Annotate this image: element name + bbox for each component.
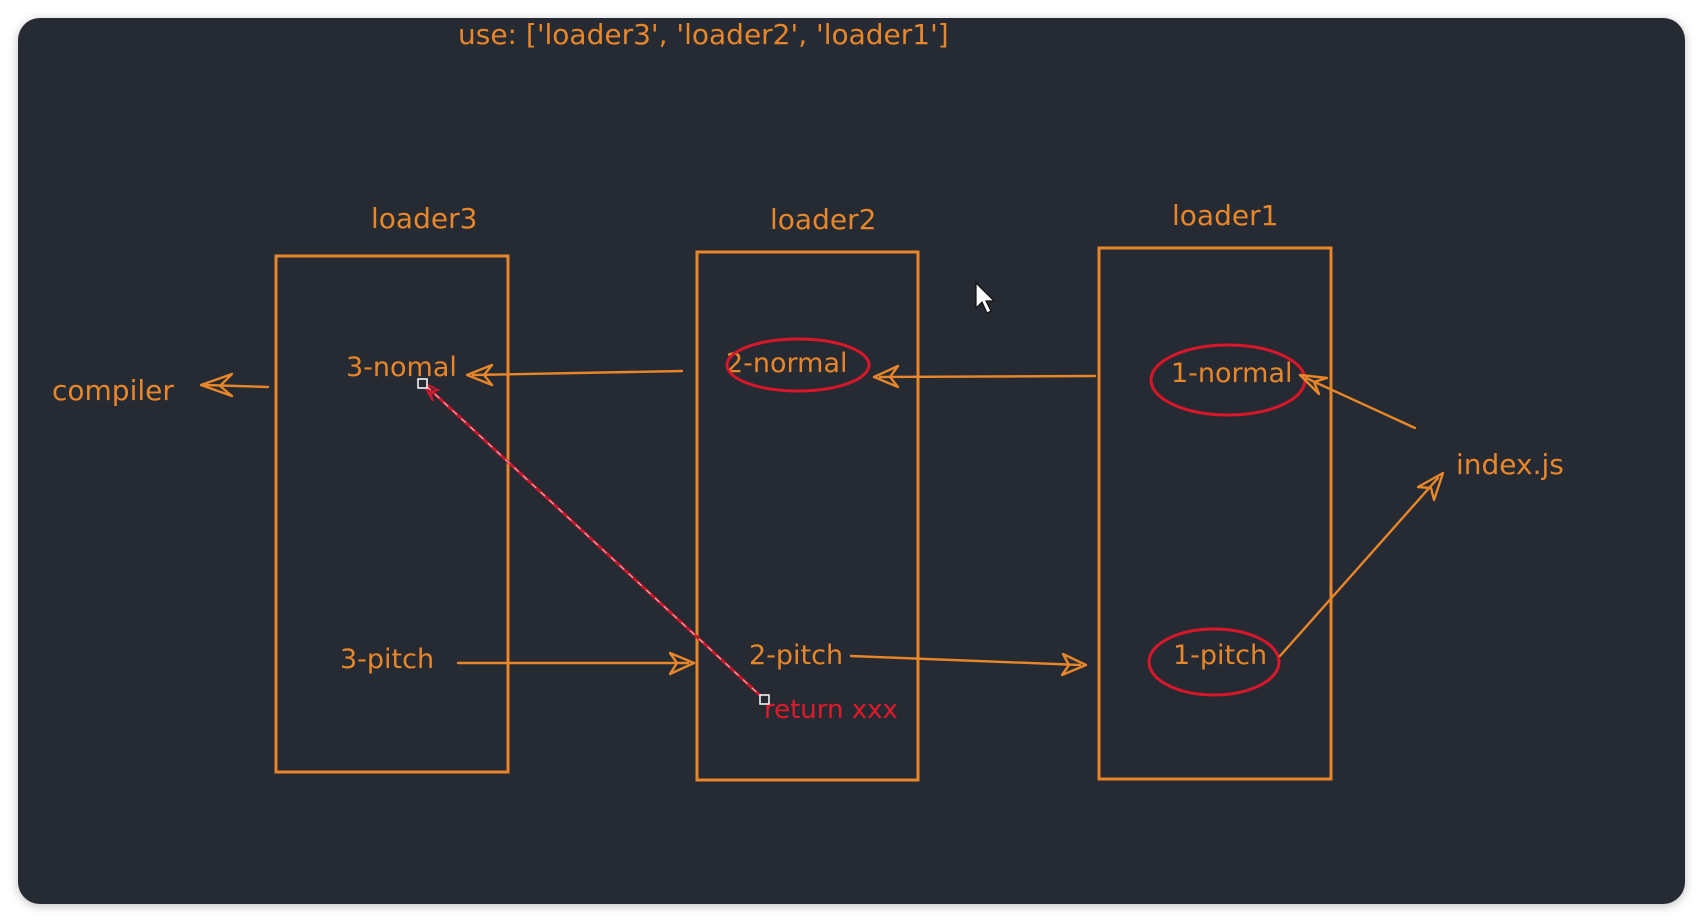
loader2-normal-label: 2-normal bbox=[726, 348, 848, 379]
loader1-title: loader1 bbox=[1172, 199, 1278, 232]
arrow-3pitch-to-2pitch bbox=[456, 651, 696, 676]
loader1-box bbox=[1097, 246, 1333, 781]
arrow-2pitch-to-1pitch bbox=[849, 652, 1088, 677]
arrow-index-to-1normal bbox=[1298, 373, 1417, 430]
selection-handle[interactable] bbox=[759, 694, 770, 705]
loader3-title: loader3 bbox=[371, 202, 477, 235]
loader2-pitch-label: 2-pitch bbox=[749, 640, 843, 671]
loader2-title: loader2 bbox=[770, 203, 876, 236]
loader3-pitch-label: 3-pitch bbox=[340, 644, 434, 675]
loader1-pitch-label: 1-pitch bbox=[1173, 640, 1267, 671]
use-config-text: use: ['loader3', 'loader2', 'loader1'] bbox=[458, 18, 949, 51]
compiler-label: compiler bbox=[52, 374, 174, 407]
arrow-1normal-to-2normal bbox=[872, 364, 1097, 389]
loader1-normal-label: 1-normal bbox=[1171, 358, 1293, 389]
loader-flow-diagram: use: ['loader3', 'loader2', 'loader1'] l… bbox=[52, 18, 1564, 782]
loader2-box bbox=[695, 250, 920, 782]
arrow-2normal-to-3nomal bbox=[465, 363, 684, 387]
return-note: return xxx bbox=[764, 695, 898, 725]
loader3-normal-label: 3-nomal bbox=[346, 352, 457, 383]
loader3-box bbox=[274, 254, 510, 774]
mouse-cursor-icon bbox=[975, 281, 996, 314]
return-shortcut-line bbox=[417, 378, 770, 705]
selection-handle[interactable] bbox=[417, 378, 428, 389]
loader2-normal-highlight bbox=[725, 337, 871, 393]
index-js-label: index.js bbox=[1456, 448, 1564, 481]
arrow-to-compiler bbox=[199, 372, 270, 398]
loader1-pitch-highlight bbox=[1147, 627, 1281, 697]
diagram-canvas: use: ['loader3', 'loader2', 'loader1'] l… bbox=[18, 18, 1685, 904]
arrow-1pitch-to-index bbox=[1278, 471, 1445, 658]
